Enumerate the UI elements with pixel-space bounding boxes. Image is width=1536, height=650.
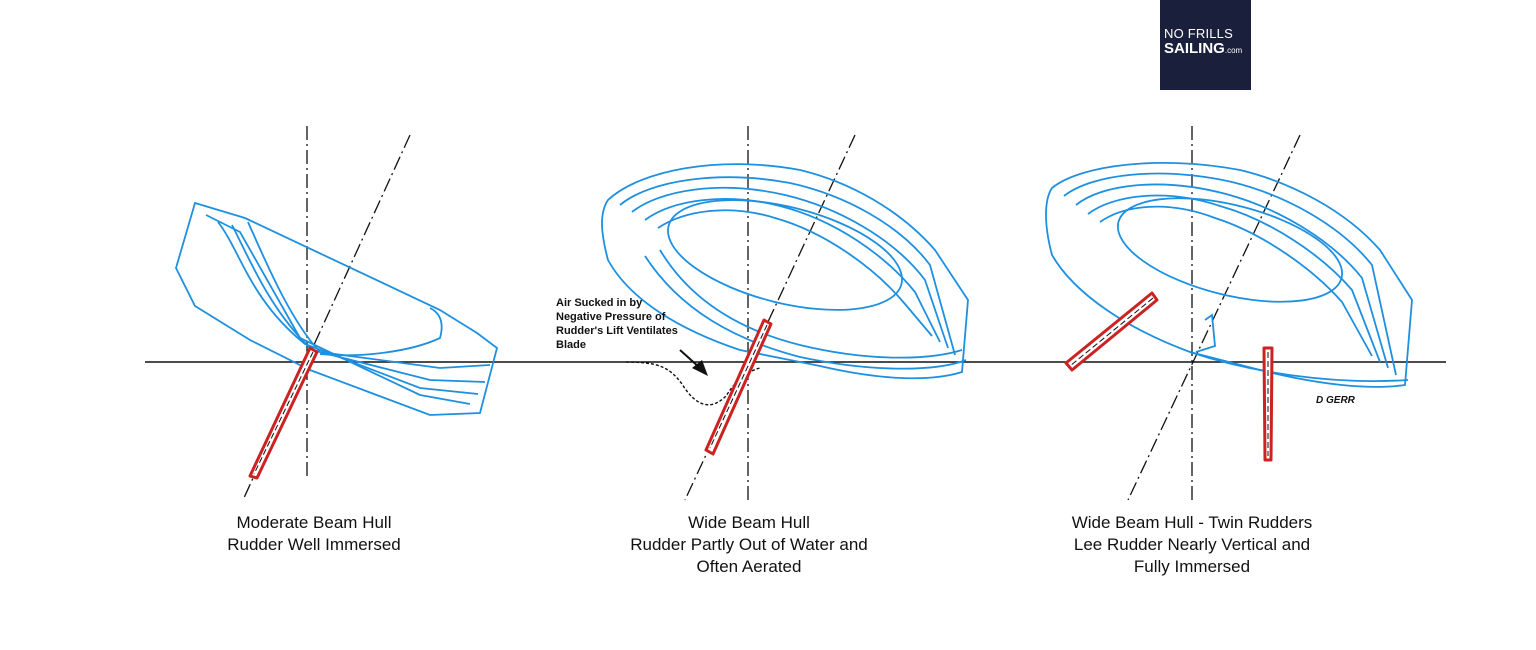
heeled-centerline [1127,134,1301,501]
panel-wide-beam-hull [601,126,969,501]
logo-line-1: NO FRILLS [1164,26,1233,41]
heeled-centerline [242,134,411,501]
panel-twin-rudders [1045,126,1413,501]
panel-moderate-beam-hull [175,126,499,501]
hull-sections [175,201,499,416]
arrow [679,349,708,376]
hull-sections [601,163,969,380]
lee-rudder [1262,346,1274,462]
logo: NO FRILLS SAILING.com [1160,0,1251,90]
heeled-centerline [684,134,856,501]
logo-suffix: .com [1224,46,1243,55]
caption-panel-2: Wide Beam Hull Rudder Partly Out of Wate… [630,513,868,576]
signature: D GERR [1316,395,1355,406]
caption-panel-1: Moderate Beam Hull Rudder Well Immersed [227,513,401,554]
rudder-blade [704,318,773,456]
logo-line-2: SAILING.com [1164,40,1243,57]
aeration-annotation: Air Sucked in by Negative Pressure of Ru… [556,297,678,351]
rudder-blade [248,346,319,480]
hull-sections [1045,161,1413,388]
weather-rudder [1064,291,1159,372]
caption-panel-3: Wide Beam Hull - Twin Rudders Lee Rudder… [1071,513,1313,576]
